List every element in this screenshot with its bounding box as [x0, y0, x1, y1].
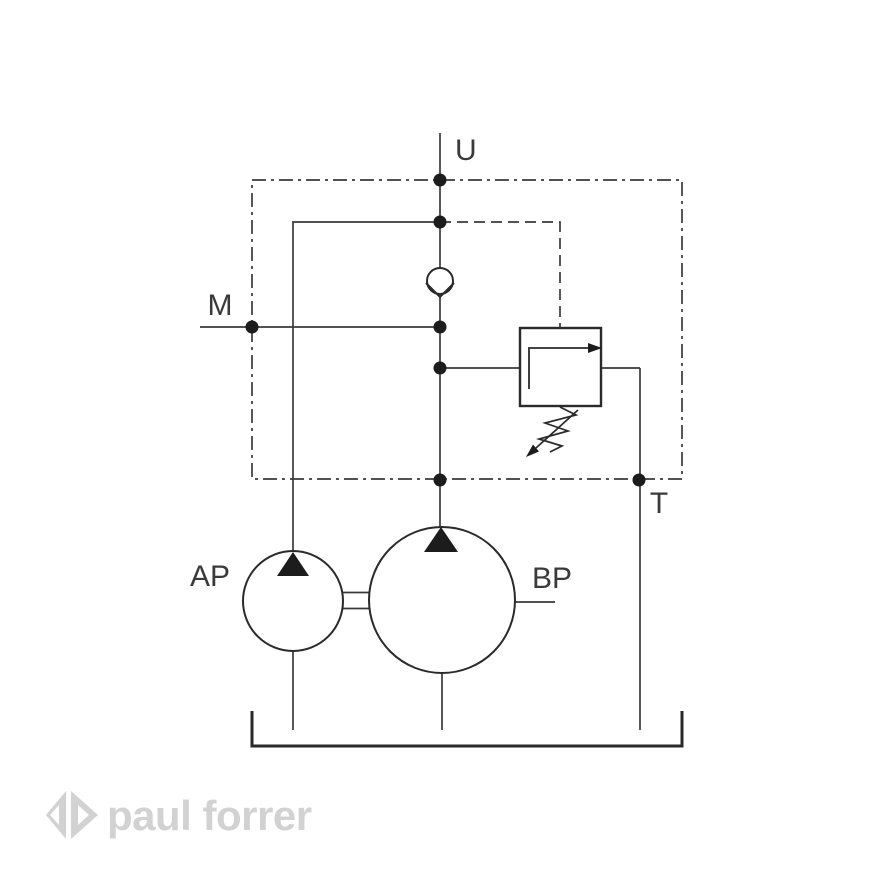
relief-valve-spring-icon — [535, 406, 579, 453]
label-port-m: M — [208, 289, 233, 322]
relief-valve-adjust-arrowhead-icon — [526, 444, 539, 457]
pump-ap-flow-triangle-icon — [277, 552, 309, 576]
logo-text: paul forrer — [107, 792, 312, 839]
enclosure-border — [251, 179, 683, 480]
pump-ap-circle — [242, 550, 344, 652]
tank-symbol — [250, 711, 684, 748]
junction-dot — [433, 320, 447, 334]
check-valve-seat — [425, 282, 455, 299]
junction-dot — [433, 361, 447, 375]
pump-bp-flow-triangle-icon — [424, 527, 458, 552]
label-port-t: T — [650, 487, 668, 520]
relief-valve-flow-path — [528, 347, 590, 389]
junction-dots — [245, 173, 646, 487]
label-pump-ap: AP — [190, 560, 230, 593]
relief-valve-arrowhead-icon — [588, 343, 602, 353]
pilot-line — [440, 221, 561, 328]
check-valve-ball — [426, 267, 454, 295]
pump-ap — [242, 550, 344, 652]
relief-valve-body — [518, 326, 603, 408]
pump-bp — [368, 526, 516, 674]
pump-bp-circle — [368, 526, 516, 674]
junction-dot — [632, 473, 646, 487]
label-pump-bp: BP — [532, 562, 572, 595]
relief-valve — [518, 326, 603, 457]
junction-dot — [245, 320, 259, 334]
junction-dot — [433, 473, 447, 487]
paul-forrer-logo-icon — [46, 791, 98, 839]
brand-logo: paul forrer — [46, 791, 312, 840]
logo-diamond-right — [71, 791, 98, 839]
relief-valve-adjust-line — [535, 409, 579, 449]
label-port-u: U — [455, 134, 477, 167]
junction-dot — [433, 173, 447, 187]
check-valve — [425, 267, 455, 299]
ap-branch-line — [292, 221, 440, 551]
junction-dot — [433, 215, 447, 229]
logo-diamond-left — [46, 791, 66, 839]
